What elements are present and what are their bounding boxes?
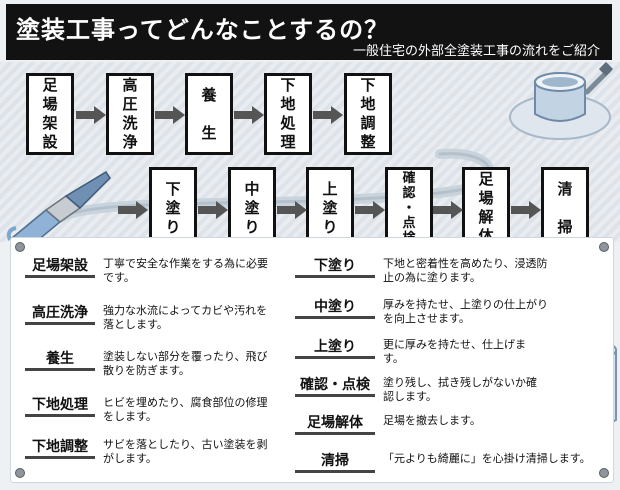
- desc-row: 上塗り 更に厚みを持たせ、仕上げます。: [295, 338, 533, 366]
- screw-icon: [15, 242, 25, 252]
- page-subtitle: 一般住宅の外部全塗装工事の流れをご紹介: [352, 44, 600, 59]
- desc-text: 塗り残し、拭き残しがないか確認します。: [383, 376, 537, 403]
- screw-icon: [15, 468, 25, 478]
- arrow-right-icon: [76, 106, 106, 124]
- desc-text: 「元よりも綺麗に」を心掛け清掃します。: [383, 452, 591, 465]
- desc-term: 養生: [25, 350, 95, 371]
- desc-term: 下地処理: [25, 396, 95, 417]
- arrow-right-icon: [433, 201, 463, 219]
- desc-text: 足場を撤去します。: [383, 414, 481, 427]
- flow-decoration: [55, 148, 495, 223]
- desc-term: 清掃: [295, 452, 375, 473]
- arrow-right-icon: [198, 201, 228, 219]
- arrow-right-icon: [277, 201, 307, 219]
- paint-can-icon: [509, 62, 614, 140]
- step-box-2: 高圧洗浄: [106, 73, 154, 155]
- arrow-right-icon: [234, 106, 264, 124]
- desc-term: 確認・点検: [295, 376, 375, 397]
- desc-term: 足場架設: [25, 257, 95, 278]
- desc-row: 確認・点検 塗り残し、拭き残しがないか確認します。: [295, 376, 543, 404]
- screw-icon: [599, 468, 609, 478]
- arrow-right-icon: [355, 201, 385, 219]
- step-box-5: 下地調整: [344, 73, 392, 155]
- header-banner: 塗装工事ってどんなことするの？ 一般住宅の外部全塗装工事の流れをご紹介: [6, 4, 612, 60]
- desc-text: 厚みを持たせ、上塗りの仕上がりを向上させます。: [383, 298, 548, 325]
- desc-term: 下地調整: [25, 438, 95, 459]
- desc-row: 下地調整 サビを落としたり、古い塗装を剥がします。: [25, 438, 275, 466]
- desc-text: サビを落としたり、古い塗装を剥がします。: [103, 438, 268, 465]
- desc-text: 塗装しない部分を覆ったり、飛び散りを防ぎます。: [103, 350, 268, 377]
- step-box-6: 下塗り: [149, 167, 197, 249]
- desc-row: 足場架設 丁寧で安全な作業をする為に必要です。: [25, 257, 275, 285]
- arrow-right-icon: [511, 201, 541, 219]
- desc-text: 丁寧で安全な作業をする為に必要です。: [103, 257, 268, 284]
- desc-term: 上塗り: [295, 338, 375, 359]
- desc-row: 足場解体 足場を撤去します。: [295, 414, 553, 435]
- desc-row: 下地処理 ヒビを埋めたり、腐食部位の修理をします。: [25, 396, 275, 424]
- desc-row: 高圧洗浄 強力な水流によってカビや汚れを落とします。: [25, 304, 275, 332]
- desc-row: 下塗り 下地と密着性を高めたり、浸透防止の為に塗ります。: [295, 257, 553, 285]
- desc-row: 中塗り 厚みを持たせ、上塗りの仕上がりを向上させます。: [295, 298, 553, 326]
- desc-text: 強力な水流によってカビや汚れを落とします。: [103, 304, 268, 331]
- desc-text: ヒビを埋めたり、腐食部位の修理をします。: [103, 396, 268, 423]
- desc-text: 更に厚みを持たせ、仕上げます。: [383, 338, 526, 365]
- description-panel: 足場架設 丁寧で安全な作業をする為に必要です。 高圧洗浄 強力な水流によってカビ…: [10, 237, 614, 483]
- desc-term: 下塗り: [295, 257, 375, 278]
- step-box-10: 足場解体: [462, 167, 510, 249]
- step-box-3: 養 生: [185, 73, 233, 155]
- page-title: 塗装工事ってどんなことするの？: [16, 16, 390, 44]
- paint-brush-icon: [6, 170, 111, 248]
- desc-term: 中塗り: [295, 298, 375, 319]
- desc-text: 下地と密着性を高めたり、浸透防止の為に塗ります。: [383, 257, 548, 284]
- step-box-1: 足場架設: [26, 73, 74, 155]
- arrow-right-icon: [118, 201, 148, 219]
- desc-row: 清掃 「元よりも綺麗に」を心掛け清掃します。: [295, 452, 613, 473]
- screw-icon: [599, 242, 609, 252]
- step-box-4: 下地処理: [264, 73, 312, 155]
- desc-term: 高圧洗浄: [25, 304, 95, 325]
- desc-term: 足場解体: [295, 414, 375, 435]
- desc-row: 養生 塗装しない部分を覆ったり、飛び散りを防ぎます。: [25, 350, 275, 378]
- arrow-right-icon: [155, 106, 185, 124]
- arrow-right-icon: [313, 106, 343, 124]
